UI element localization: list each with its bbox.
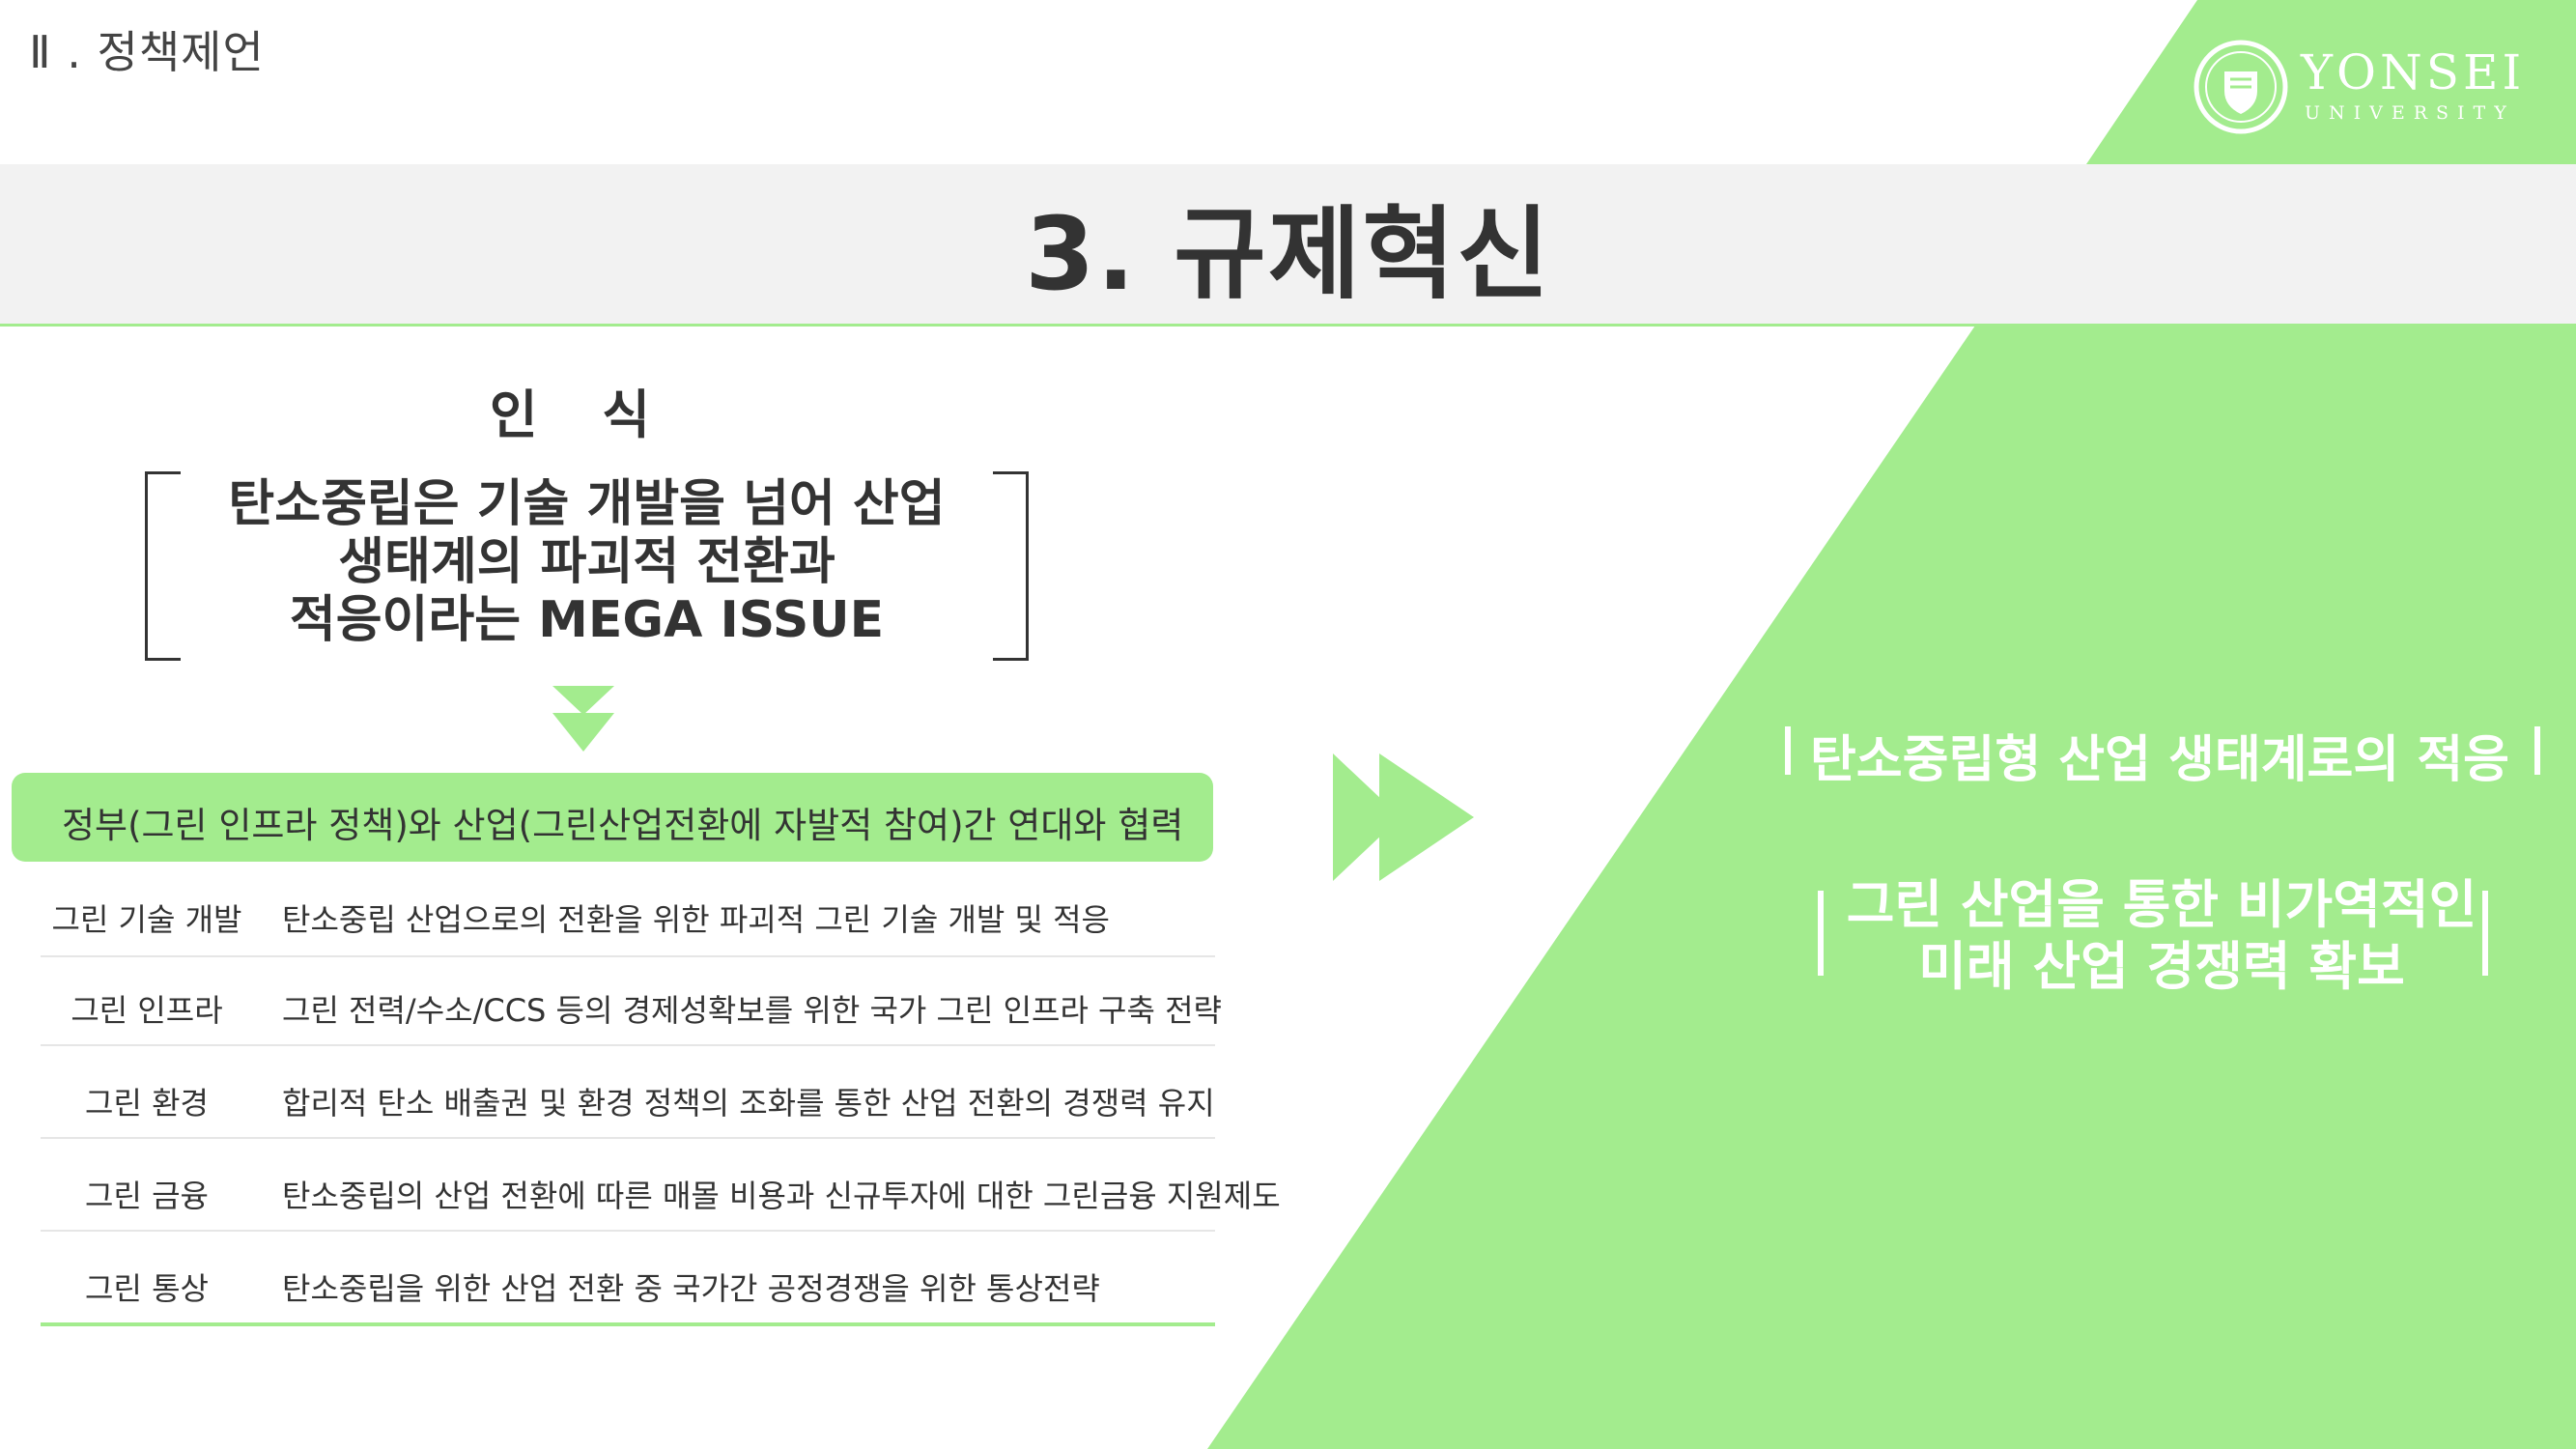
outcome-bar-left (1785, 726, 1791, 775)
policy-description: 그린 전력/수소/CCS 등의 경제성확보를 위한 국가 그린 인프라 구축 전… (282, 992, 1222, 1029)
policy-category: 그린 인프라 (71, 992, 223, 1029)
table-row: 그린 환경 합리적 탄소 배출권 및 환경 정책의 조화를 통한 산업 전환의 … (41, 1044, 1215, 1139)
left-bracket (145, 471, 181, 661)
outcome-bar-right (2482, 891, 2488, 976)
logo-name: YONSEI (2301, 44, 2526, 100)
outcome-bar-right (2534, 726, 2540, 775)
policy-category: 그린 환경 (85, 1085, 209, 1122)
cooperation-banner: 정부(그린 인프라 정책)와 산업(그린산업전환에 자발적 참여)간 연대와 협… (12, 773, 1213, 862)
policy-description: 탄소중립의 산업 전환에 따른 매몰 비용과 신규투자에 대한 그린금융 지원제… (282, 1178, 1281, 1214)
policy-description: 탄소중립 산업으로의 전환을 위한 파괴적 그린 기술 개발 및 적응 (282, 901, 1110, 938)
yonsei-logo: YONSEI UNIVERSITY (2193, 39, 2521, 145)
table-row: 그린 기술 개발 탄소중립 산업으로의 전환을 위한 파괴적 그린 기술 개발 … (41, 874, 1215, 957)
right-bracket (993, 471, 1029, 661)
yonsei-seal-icon (2194, 40, 2288, 134)
double-right-arrow-icon (1333, 753, 1474, 881)
policy-description: 탄소중립을 위한 산업 전환 중 국가간 공정경쟁을 위한 통상전략 (282, 1270, 1100, 1307)
logo-subtitle: UNIVERSITY (2305, 102, 2515, 124)
table-row: 그린 통상 탄소중립을 위한 산업 전환 중 국가간 공정경쟁을 위한 통상전략 (41, 1230, 1215, 1326)
outcome-secondary: 그린 산업을 통한 비가역적인 미래 산업 경쟁력 확보 (1816, 874, 2507, 998)
section-label: Ⅱ . 정책제언 (29, 26, 265, 78)
cooperation-text: 정부(그린 인프라 정책)와 산업(그린산업전환에 자발적 참여)간 연대와 협… (62, 805, 1184, 846)
quote-text: 탄소중립은 기술 개발을 넘어 산업 생태계의 파괴적 전환과 적응이라는 ME… (145, 475, 1029, 649)
outcome-primary: 탄소중립형 산업 생태계로의 적응 (1809, 731, 2510, 789)
policy-category: 그린 기술 개발 (51, 901, 242, 938)
quote-line: 생태계의 파괴적 전환과 (338, 533, 835, 591)
outcome-line: 미래 산업 경쟁력 확보 (1918, 936, 2405, 997)
outcome-line: 그린 산업을 통한 비가역적인 (1846, 874, 2477, 935)
page-title: 3. 규제혁신 (1025, 195, 1551, 313)
policy-category: 그린 통상 (85, 1270, 209, 1307)
down-arrow-icon (552, 686, 614, 752)
title-band (0, 164, 2576, 327)
quote-line: 탄소중립은 기술 개발을 넘어 산업 (228, 475, 946, 533)
policy-description: 합리적 탄소 배출권 및 환경 정책의 조화를 통한 산업 전환의 경쟁력 유지 (282, 1085, 1215, 1122)
outcome-bar-left (1818, 891, 1824, 976)
policy-category: 그린 금융 (85, 1178, 209, 1214)
recognition-label: 인 식 (489, 384, 674, 445)
recognition-quote: 탄소중립은 기술 개발을 넘어 산업 생태계의 파괴적 전환과 적응이라는 ME… (145, 471, 1029, 661)
table-row: 그린 인프라 그린 전력/수소/CCS 등의 경제성확보를 위한 국가 그린 인… (41, 955, 1222, 1046)
quote-line: 적응이라는 MEGA ISSUE (289, 591, 885, 649)
table-row: 그린 금융 탄소중립의 산업 전환에 따른 매몰 비용과 신규투자에 대한 그린… (41, 1137, 1281, 1232)
